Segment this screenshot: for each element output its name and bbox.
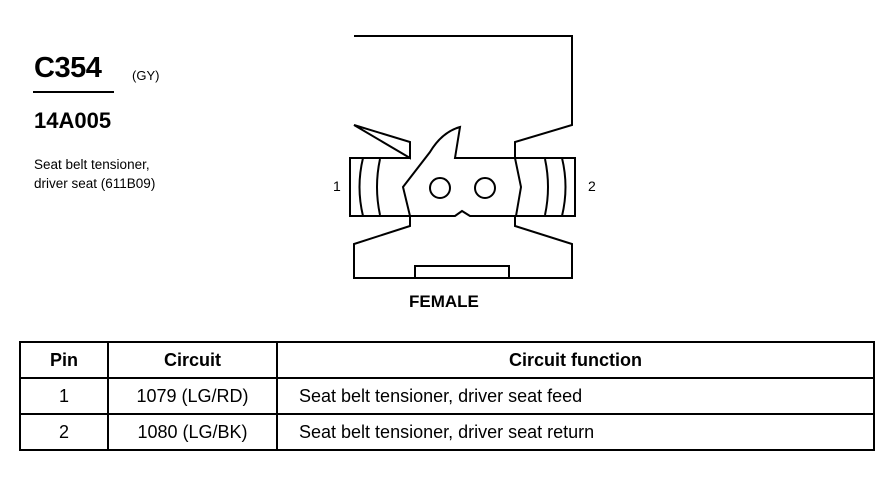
connector-face-diagram (349, 35, 576, 279)
connector-left-wing (349, 157, 410, 217)
row-pin: 2 (19, 413, 109, 451)
description-line-2: driver seat (611B09) (34, 176, 156, 191)
connector-cavity (401, 125, 523, 217)
table-row: 2 1080 (LG/BK) Seat belt tensioner, driv… (19, 413, 875, 451)
row-pin: 1 (19, 377, 109, 415)
connector-id: C354 (34, 52, 102, 84)
terminal-2 (474, 177, 496, 199)
table-row: 1 1079 (LG/RD) Seat belt tensioner, driv… (19, 377, 875, 415)
part-number: 14A005 (34, 108, 112, 133)
row-circuit: 1080 (LG/BK) (107, 413, 278, 451)
pinout-table: Pin Circuit Circuit function 1 1079 (LG/… (19, 341, 875, 451)
row-circuit: 1079 (LG/RD) (107, 377, 278, 415)
header-circuit-function: Circuit function (276, 341, 875, 379)
connector-right-wing (515, 157, 576, 217)
pin-2-label: 2 (588, 178, 596, 194)
description-line-1: Seat belt tensioner, (34, 157, 150, 172)
terminal-1 (429, 177, 451, 199)
pin-1-label: 1 (333, 178, 341, 194)
row-function: Seat belt tensioner, driver seat return (276, 413, 875, 451)
connector-id-underline (33, 91, 114, 93)
table-header-row: Pin Circuit Circuit function (19, 341, 875, 379)
connector-color: (GY) (132, 68, 160, 83)
connector-latch-slot (414, 265, 510, 279)
connector-description: Seat belt tensioner, driver seat (611B09… (34, 155, 155, 193)
header-pin: Pin (19, 341, 109, 379)
header-circuit: Circuit (107, 341, 278, 379)
row-function: Seat belt tensioner, driver seat feed (276, 377, 875, 415)
connector-gender-label: FEMALE (409, 292, 479, 311)
